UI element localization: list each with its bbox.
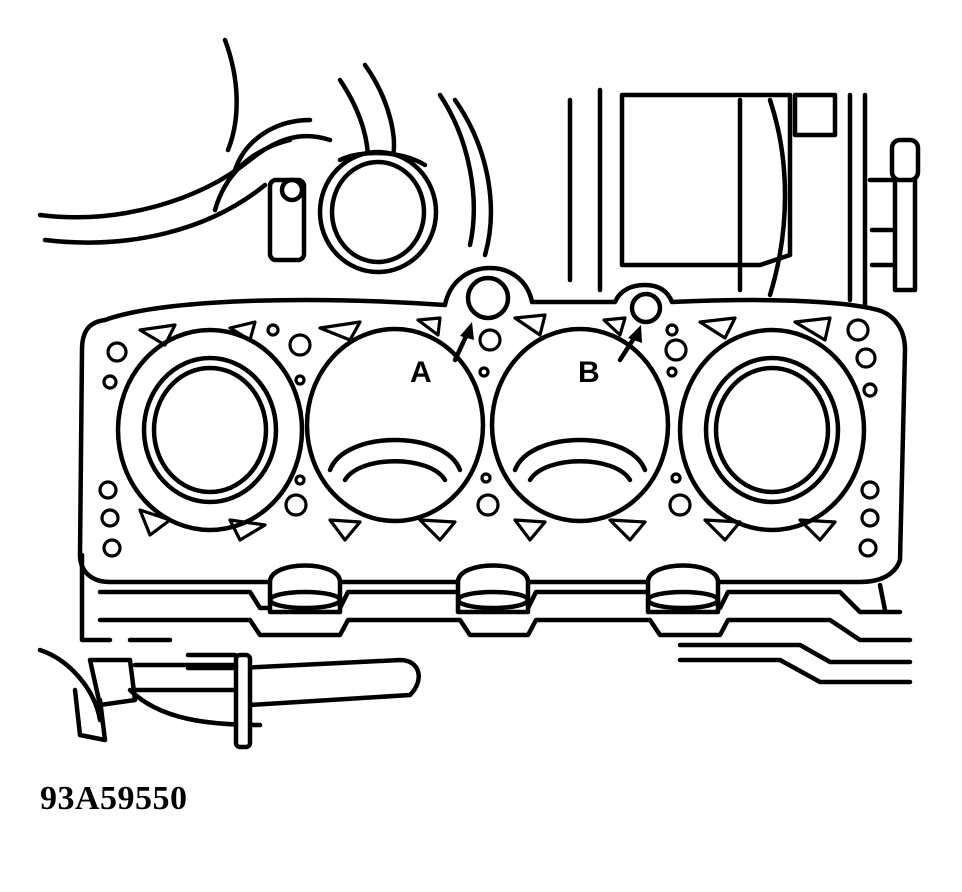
arrow-a-icon bbox=[460, 322, 474, 340]
callouts: A B bbox=[410, 322, 642, 389]
dowel-hole-b bbox=[629, 291, 663, 325]
callout-a: A bbox=[410, 356, 432, 389]
head-gasket bbox=[77, 265, 908, 585]
callout-b: B bbox=[578, 356, 600, 389]
gasket-holes bbox=[98, 313, 880, 558]
figure-id: 93A59550 bbox=[40, 780, 188, 817]
upper-engine-components bbox=[37, 37, 921, 308]
cylinder-bores bbox=[115, 326, 867, 533]
arrow-b-icon bbox=[628, 325, 642, 343]
engine-block bbox=[37, 552, 913, 750]
dowel-hole-a bbox=[465, 275, 511, 321]
